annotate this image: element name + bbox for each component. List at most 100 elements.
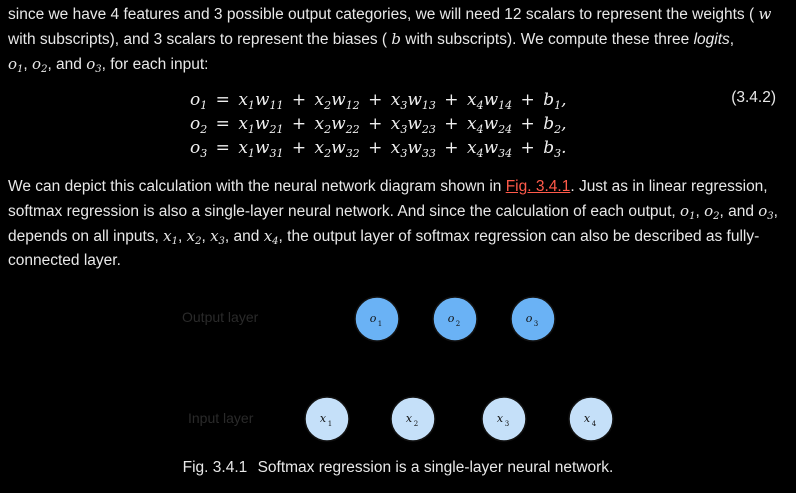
eq-end: , xyxy=(561,114,567,134)
input-node-x3-label: x xyxy=(497,412,504,425)
o1-symbol: o1 xyxy=(680,202,696,222)
equation-block: o1 = x1w11 + x2w12 + x3w13 + x4w14 + b1,… xyxy=(190,88,570,160)
input-node-x1-label: x xyxy=(320,412,327,425)
eq-plus: + xyxy=(515,138,541,158)
eq-plus: + xyxy=(438,90,464,110)
x2-symbol: x2 xyxy=(186,227,202,247)
equation-line-2: o2 = x1w21 + x2w22 + x3w23 + x4w24 + b2, xyxy=(190,112,570,136)
body-text-2: . Just as in linear regression, softmax … xyxy=(8,178,768,220)
edge-x4-o2 xyxy=(472,332,574,407)
intro-text-5: , and xyxy=(47,56,87,73)
eq-term: x2w32 xyxy=(314,138,360,160)
eq-term: x1w31 xyxy=(238,138,284,160)
eq-plus: + xyxy=(438,114,464,134)
intro-text-4: , xyxy=(729,31,735,48)
input-node-x2-subscript: 2 xyxy=(414,420,418,428)
x3-symbol: x3 xyxy=(210,227,225,247)
edge-x4-o3 xyxy=(544,338,581,401)
eq-term: x1w11 xyxy=(238,90,284,112)
input-node-x2-label: x xyxy=(406,412,413,425)
input-node-x1-subscript: 1 xyxy=(328,420,332,428)
eq-term: x2w22 xyxy=(314,114,360,136)
body-text-4: , and xyxy=(224,228,264,245)
input-layer-label: Input layer xyxy=(188,410,254,426)
eq-term: x2w12 xyxy=(314,90,360,112)
eq-term: x3w23 xyxy=(390,114,436,136)
output-layer-label: Output layer xyxy=(182,309,259,325)
eq-plus: + xyxy=(362,138,388,158)
edge-x3-o3 xyxy=(509,340,528,399)
edge-x3-o1 xyxy=(394,332,488,406)
output-node-o1-label: o xyxy=(370,312,377,325)
eq-bias: b1 xyxy=(543,90,562,112)
edge-x1-o3 xyxy=(346,328,514,410)
input-node-x4-subscript: 4 xyxy=(592,420,597,428)
o3-symbol: o3 xyxy=(758,202,774,222)
o3-symbol: o3 xyxy=(86,55,102,75)
eq-bias: b2 xyxy=(543,114,562,136)
output-node-o3-subscript: 3 xyxy=(534,320,538,328)
edge-x1-o2 xyxy=(343,332,438,406)
eq-equals: = xyxy=(210,138,236,158)
eq-equals: = xyxy=(210,90,236,110)
figure-caption: Fig. 3.4.1 Softmax regression is a singl… xyxy=(0,459,796,477)
output-node-o2-subscript: 2 xyxy=(456,320,460,328)
equation-line-3: o3 = x1w31 + x2w32 + x3w33 + x4w34 + b3. xyxy=(190,136,570,160)
body-paragraph: We can depict this calculation with the … xyxy=(8,178,778,269)
weight-symbol: w xyxy=(758,5,772,23)
eq-lhs: o1 xyxy=(190,90,208,112)
eq-term: x3w33 xyxy=(390,138,436,160)
body-text-3: , depends on all inputs, xyxy=(8,203,778,245)
figure-number: Fig. 3.4.1 xyxy=(182,459,248,476)
eq-plus: + xyxy=(438,138,464,158)
x1-symbol: x1 xyxy=(163,227,178,247)
figure-link[interactable]: Fig. 3.4.1 xyxy=(505,178,571,195)
intro-text-1: since we have 4 features and 3 possible … xyxy=(8,6,755,23)
intro-paragraph: since we have 4 features and 3 possible … xyxy=(8,5,772,75)
eq-term: x4w34 xyxy=(466,138,513,160)
bias-symbol: b xyxy=(391,30,401,48)
equation-line-1: o1 = x1w11 + x2w12 + x3w13 + x4w14 + b1, xyxy=(190,88,570,112)
eq-plus: + xyxy=(362,114,388,134)
eq-plus: + xyxy=(286,90,312,110)
and-text: , and xyxy=(719,203,759,220)
eq-plus: + xyxy=(286,114,312,134)
intro-text-2: with subscripts), and 3 scalars to repre… xyxy=(8,31,388,48)
o2-symbol: o2 xyxy=(704,202,720,222)
x4-symbol: x4 xyxy=(263,227,279,247)
o1-symbol: o1 xyxy=(8,55,24,75)
eq-lhs: o2 xyxy=(190,114,208,136)
eq-end: . xyxy=(561,138,567,158)
eq-term: x1w21 xyxy=(238,114,284,136)
input-node-x3-subscript: 3 xyxy=(505,420,509,428)
eq-term: x4w24 xyxy=(466,114,513,136)
eq-plus: + xyxy=(362,90,388,110)
figure-caption-text: Softmax regression is a single-layer neu… xyxy=(257,459,614,476)
edge-x2-o3 xyxy=(429,333,516,406)
o2-symbol: o2 xyxy=(32,55,48,75)
intro-text-6: , for each input: xyxy=(101,56,209,73)
equation-number: (3.4.2) xyxy=(731,89,776,106)
eq-end: , xyxy=(561,90,567,110)
output-node-o2-label: o xyxy=(448,312,455,325)
body-text-5: , the output layer of softmax regression… xyxy=(8,228,760,269)
body-text-1: We can depict this calculation with the … xyxy=(8,178,506,195)
eq-bias: b3 xyxy=(543,138,562,160)
intro-text-3: with subscripts). We compute these three xyxy=(405,31,694,48)
edge-x2-o1 xyxy=(384,339,407,399)
output-node-o1-subscript: 1 xyxy=(378,320,382,328)
eq-plus: + xyxy=(515,114,541,134)
eq-plus: + xyxy=(515,90,541,110)
edge-x1-o1 xyxy=(336,338,368,400)
edge-x4-o1 xyxy=(397,328,572,411)
input-node-x4-label: x xyxy=(584,412,591,425)
